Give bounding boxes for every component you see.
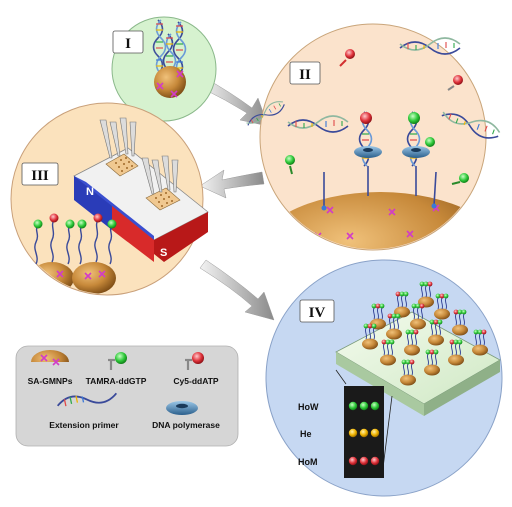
genotype-spot	[370, 456, 380, 466]
panel-iii-badge	[21, 162, 59, 186]
legend-label-dna-polymerase: DNA polymerase	[152, 420, 220, 430]
pipette-tips	[141, 155, 179, 195]
legend-label-cy5: Cy5-ddATP	[173, 376, 219, 386]
genotype-spot	[348, 401, 358, 411]
genotype-label-how: HoW	[298, 402, 319, 412]
panel-ii-badge	[289, 61, 321, 85]
genotype-spot	[370, 401, 380, 411]
primer-extension-complex	[402, 111, 430, 196]
genotype-spot	[359, 428, 369, 438]
legend: SA-GMNPs TAMRA-ddGTP Cy5-ddATP	[15, 345, 239, 447]
genotype-spot	[348, 456, 358, 466]
bead-spot	[448, 339, 464, 366]
pipette-tips	[99, 117, 137, 159]
genotype-spot	[348, 428, 358, 438]
magnet-north-label: N	[86, 186, 94, 198]
legend-label-extension-primer: Extension primer	[49, 420, 119, 430]
bead-spots	[362, 281, 488, 386]
panel-ii-numeral: II	[299, 67, 311, 83]
legend-item-sa-gmnps: SA-GMNPs	[28, 350, 73, 386]
bead-spot	[428, 319, 444, 346]
bead-spot	[362, 323, 378, 350]
tamra-ddgtp-free	[285, 155, 295, 175]
panel-i-badge	[112, 30, 144, 54]
bead-spot	[370, 303, 386, 330]
tamra-ddgtp-free	[451, 173, 469, 185]
legend-label-sa-gmnps: SA-GMNPs	[28, 376, 73, 386]
panel-iii-numeral: III	[31, 168, 49, 184]
bead-spot	[472, 329, 488, 356]
genotype-label-hom: HoM	[298, 457, 318, 467]
magnet-south-label: S	[160, 247, 167, 259]
genotype-spot	[370, 428, 380, 438]
cy5-ddatp-free	[447, 75, 463, 91]
legend-item-dna-polymerase: DNA polymerase	[152, 401, 220, 430]
legend-item-extension-primer: Extension primer	[49, 392, 119, 430]
bead-spot	[424, 349, 440, 376]
bead-spot	[380, 339, 396, 366]
bead-spot	[410, 303, 426, 330]
panel-i: I	[111, 16, 217, 122]
cy5-ddatp-free	[339, 49, 355, 67]
primer-extension-complex	[354, 111, 382, 196]
panel-i-bead-with-primers	[152, 19, 187, 98]
magnetic-chip-right	[141, 155, 181, 211]
extension-primer	[431, 171, 437, 209]
panel-i-numeral: I	[125, 36, 131, 52]
bead-spot	[452, 309, 468, 336]
genotype-readout: HoW He HoM	[298, 386, 384, 478]
arrow-iii-to-iv	[199, 259, 275, 321]
bead-spot	[386, 313, 402, 340]
bead-spot	[400, 359, 416, 386]
genotype-spot	[359, 456, 369, 466]
arrow-ii-to-iii	[199, 169, 265, 199]
legend-item-cy5: Cy5-ddATP	[173, 352, 219, 386]
magnetic-chip-left	[99, 117, 139, 177]
panel-iv-badge	[299, 299, 335, 323]
panel-iv: IV HoW He HoM	[265, 259, 503, 497]
bead-spot	[434, 293, 450, 320]
genotype-spot	[359, 401, 369, 411]
legend-item-tamra: TAMRA-ddGTP	[86, 352, 147, 386]
extension-primer	[321, 172, 327, 211]
bead-spot	[404, 329, 420, 356]
magnet: N S	[73, 147, 209, 262]
panel-iii: III N S	[10, 102, 209, 296]
legend-label-tamra: TAMRA-ddGTP	[86, 376, 147, 386]
genotype-label-he: He	[300, 429, 312, 439]
panel-iv-numeral: IV	[309, 305, 326, 321]
microarray-plate	[335, 311, 501, 416]
